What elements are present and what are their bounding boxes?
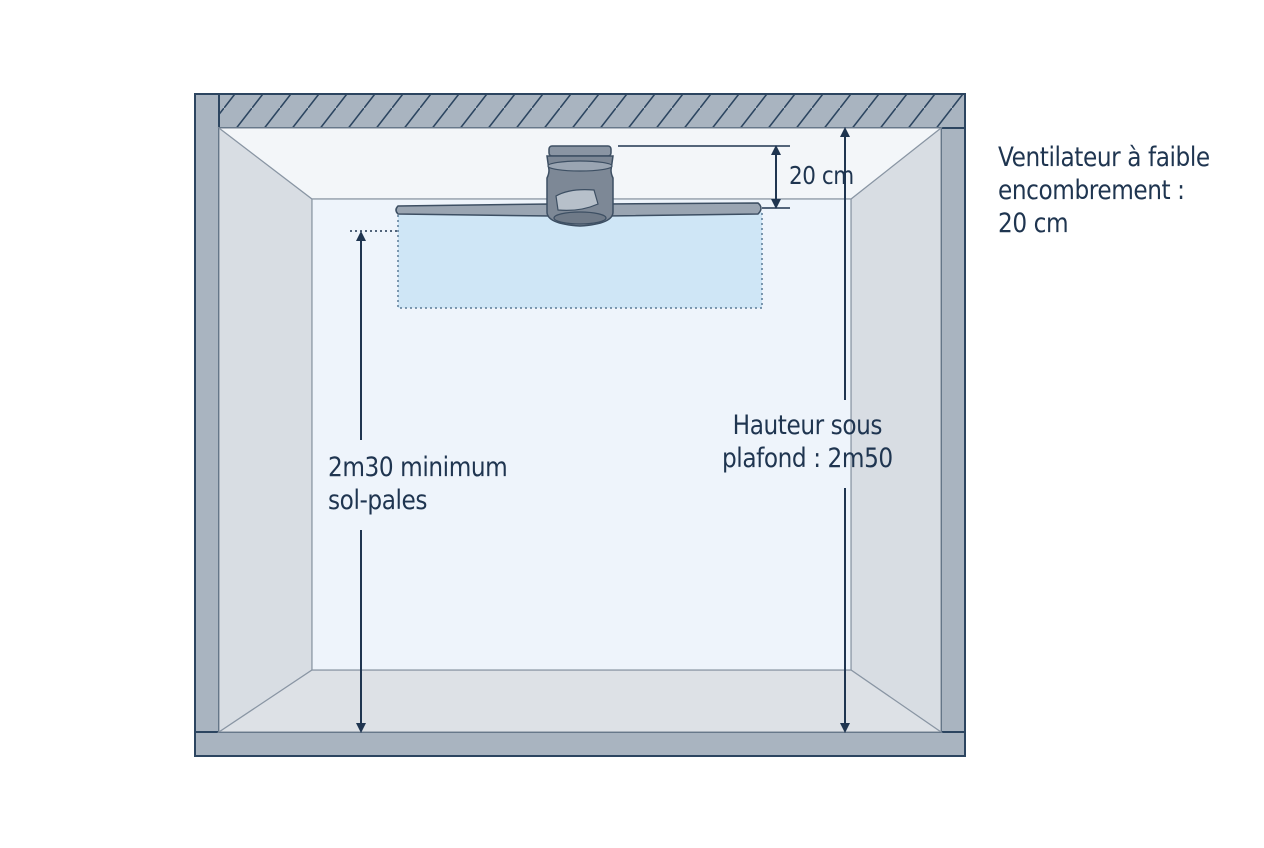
fan-blade-left xyxy=(395,203,551,217)
ceiling-height-line-1: Hauteur sous xyxy=(732,410,883,441)
floor-plane xyxy=(217,669,943,733)
min-height-line-1: 2m30 minimum xyxy=(328,452,508,483)
fan-info-line-1: Ventilateur à faible xyxy=(998,142,1210,173)
ceiling-height-label: Hauteur sous plafond : 2m50 xyxy=(722,410,893,476)
fan-info-line-3: 20 cm xyxy=(998,207,1069,239)
left-side-wall xyxy=(218,126,313,734)
fan-canopy-plate xyxy=(548,145,612,157)
ceiling-hatch xyxy=(220,95,964,127)
fan-motor-rim xyxy=(547,160,613,172)
fan-depth-label: 20 cm xyxy=(789,161,854,190)
fan-info-label: Ventilateur à faible encombrement : 20 c… xyxy=(998,142,1210,241)
min-height-label: 2m30 minimum sol-pales xyxy=(328,452,508,518)
right-wall xyxy=(940,127,966,733)
fan-bottom-cap xyxy=(553,211,607,225)
min-height-line-2: sol-pales xyxy=(328,484,428,516)
fan-blade-right xyxy=(605,202,762,217)
floor-slab xyxy=(194,731,966,757)
ceiling-height-line-2: plafond : 2m50 xyxy=(722,442,893,474)
ceiling-fan-icon xyxy=(395,145,762,227)
blade-clearance-zone xyxy=(397,211,763,309)
fan-info-line-2: encombrement : xyxy=(998,174,1185,206)
fan-blade-iron xyxy=(555,189,599,211)
